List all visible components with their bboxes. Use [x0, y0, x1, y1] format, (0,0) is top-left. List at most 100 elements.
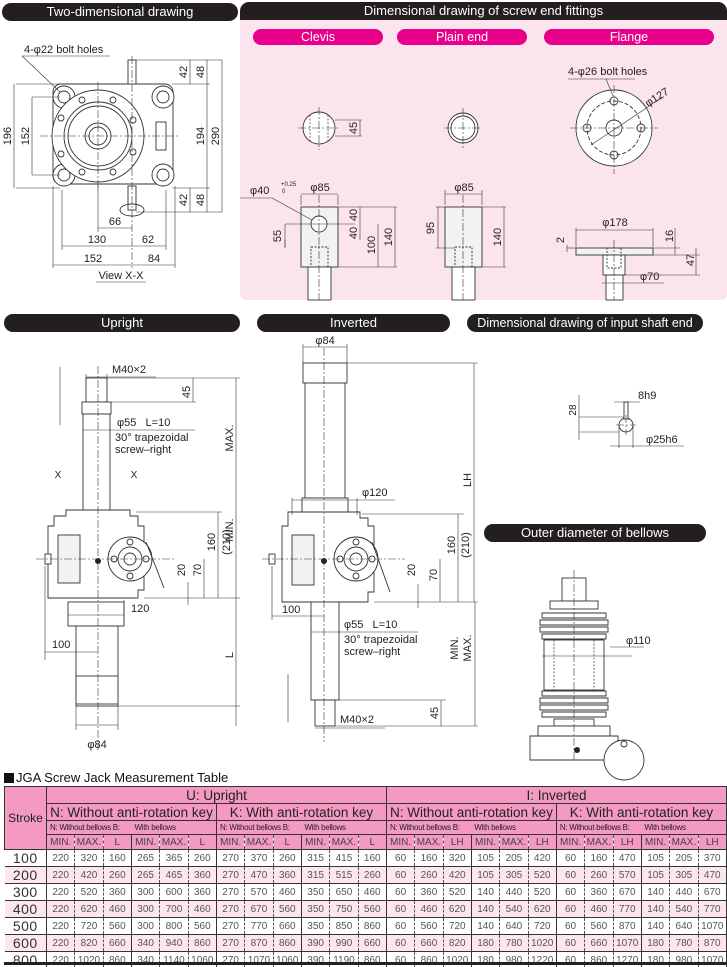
bellows-note-b: With bellows [131, 820, 217, 835]
stroke-cell: 100 [4, 849, 47, 867]
two-dimensional-drawing: 4-φ22 bolt holes 196 152 42 48 194 290 4… [2, 44, 223, 283]
bellows-drawing: φ110 [529, 570, 651, 781]
column-header-max: MAX. [329, 834, 359, 850]
section-header-screw-end: Dimensional drawing of screw end fitting… [240, 2, 727, 20]
section-header-upright: Upright [4, 314, 240, 332]
value-cell: 160 [358, 849, 387, 867]
stroke-cell: 600 [4, 934, 47, 952]
value-cell: 570 [244, 883, 274, 901]
upright-dim-160: 160 [206, 533, 218, 551]
column-header-min: MIN. [215, 834, 246, 850]
flange-bolt-holes: 4-φ26 bolt holes [568, 66, 648, 78]
column-header-max: MAX. [159, 834, 189, 850]
clevis-dim-100: 100 [366, 236, 378, 254]
flange-dim-2: 2 [555, 237, 567, 243]
dim-196: 196 [2, 127, 14, 145]
value-cell: 160 [414, 849, 444, 867]
input-shaft-drawing: 28 8h9 φ25h6 [568, 390, 684, 448]
inverted-drawing: φ84 φ120 LH 160 (210) 20 70 100 φ55 L=10… [262, 335, 478, 742]
value-cell: 770 [698, 900, 727, 918]
value-cell: 300 [130, 917, 161, 935]
value-cell: 105 [470, 866, 501, 884]
title-square-bullet [4, 773, 14, 783]
clevis-hole-dia: φ40 [250, 185, 269, 197]
value-cell: 350 [300, 883, 331, 901]
column-header-min: MIN. [300, 834, 331, 850]
value-cell: 205 [499, 849, 529, 867]
section-header-bellows: Outer diameter of bellows [484, 524, 706, 542]
subgroup-inverted-n: N: Without anti-rotation key [385, 803, 557, 821]
value-cell: 720 [528, 917, 557, 935]
inverted-dim-70: 70 [428, 569, 440, 581]
value-cell: 220 [45, 883, 76, 901]
value-cell: 140 [470, 900, 501, 918]
dim-bolt-holes: 4-φ22 bolt holes [24, 44, 104, 56]
value-cell: 60 [555, 917, 586, 935]
upright-screw-line2: screw–right [115, 444, 171, 456]
value-cell: 870 [698, 934, 727, 952]
value-cell: 620 [528, 900, 557, 918]
column-header-min: MIN. [130, 834, 161, 850]
value-cell: 520 [443, 883, 472, 901]
upright-max: MAX. [224, 425, 236, 452]
value-cell: 850 [329, 917, 359, 935]
value-cell: 800 [159, 917, 189, 935]
value-cell: 390 [300, 934, 331, 952]
column-header-lh: LH [443, 834, 472, 850]
value-cell: 265 [130, 866, 161, 884]
value-cell: 660 [103, 934, 132, 952]
bellows-note-b: With bellows [471, 820, 557, 835]
inverted-dim-20: 20 [406, 564, 418, 576]
value-cell: 415 [329, 849, 359, 867]
value-cell: 60 [555, 866, 586, 884]
dim-48-top: 48 [195, 66, 207, 78]
value-cell: 600 [159, 883, 189, 901]
value-cell: 360 [584, 883, 614, 901]
value-cell: 60 [385, 849, 416, 867]
value-cell: 160 [103, 849, 132, 867]
inverted-dim-210: (210) [460, 532, 472, 558]
upright-dim-84: φ84 [87, 739, 106, 751]
plain-end-drawing: φ85 95 140 [425, 108, 506, 301]
value-cell: 220 [45, 917, 76, 935]
value-cell: 770 [244, 917, 274, 935]
value-cell: 620 [74, 900, 104, 918]
value-cell: 1070 [613, 934, 642, 952]
inverted-dim-100: 100 [282, 604, 300, 616]
value-cell: 520 [528, 883, 557, 901]
value-cell: 660 [584, 934, 614, 952]
value-cell: 370 [244, 849, 274, 867]
value-cell: 140 [640, 900, 671, 918]
column-header-min: MIN. [470, 834, 501, 850]
value-cell: 220 [45, 900, 76, 918]
subgroup-upright-n: N: Without anti-rotation key [46, 803, 217, 821]
column-header-min: MIN. [385, 834, 416, 850]
dim-290: 290 [210, 127, 222, 145]
value-cell: 860 [273, 934, 302, 952]
value-cell: 750 [329, 900, 359, 918]
bellows-note-b: With bellows [301, 820, 387, 835]
shaft-dim-28: 28 [568, 404, 579, 416]
value-cell: 60 [385, 883, 416, 901]
value-cell: 340 [130, 934, 161, 952]
bellows-dia: φ110 [626, 635, 651, 647]
upright-section-x-left: X [55, 470, 62, 481]
value-cell: 260 [103, 866, 132, 884]
group-inverted: I: Inverted [385, 786, 727, 804]
inverted-max: MAX. [462, 635, 474, 662]
value-cell: 820 [74, 934, 104, 952]
clevis-dim-85: φ85 [310, 182, 329, 194]
value-cell: 660 [358, 934, 387, 952]
bellows-note-n: N: Without bellows B: [215, 820, 302, 835]
value-cell: 420 [528, 849, 557, 867]
flange-drawing: 4-φ26 bolt holes φ127 φ178 2 16 47 φ70 [555, 66, 700, 301]
value-cell: 305 [499, 866, 529, 884]
clevis-hole-tol-up: +0.25 [281, 182, 297, 188]
gearbox-top-view [40, 56, 180, 268]
value-cell: 220 [45, 849, 76, 867]
value-cell: 270 [215, 900, 246, 918]
upright-L: L [224, 652, 236, 658]
